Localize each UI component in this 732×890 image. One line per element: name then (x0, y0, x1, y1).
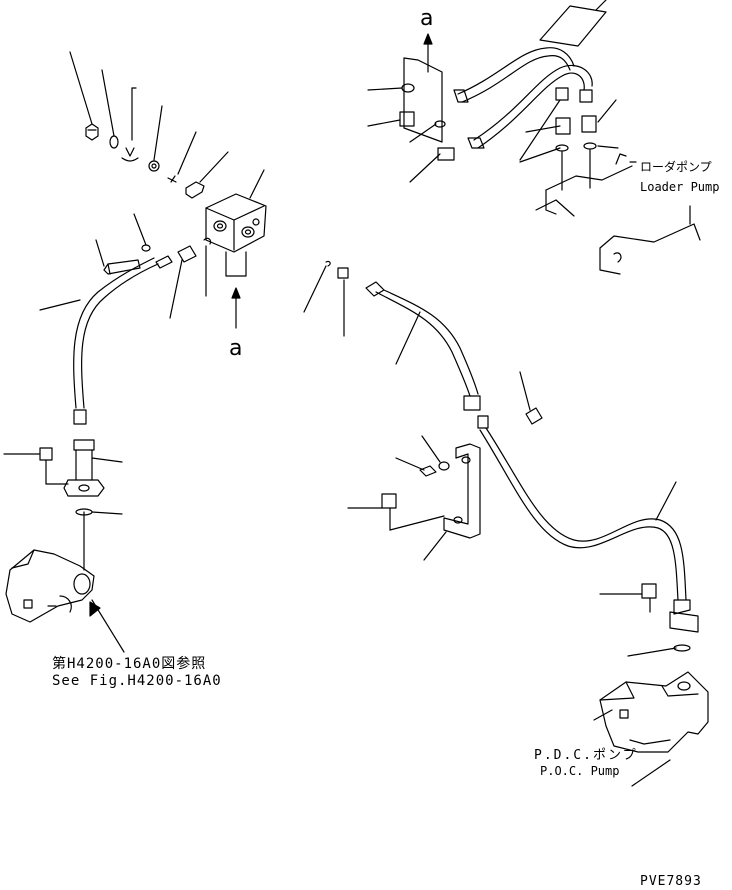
steel-pipe (477, 371, 699, 657)
middle-hose (303, 260, 481, 411)
valve-block (205, 169, 267, 329)
upper-left-fittings (69, 51, 229, 199)
pdc-pump-label-jp: P.D.C.ポンプ (534, 748, 638, 763)
loader-pump-label-en: Loader Pump (640, 180, 720, 194)
left-hose (3, 255, 173, 571)
bracket (347, 435, 481, 561)
drawing-code: PVE7893 (640, 874, 702, 889)
reference-label-en: See Fig.H4200-16A0 (52, 673, 222, 689)
reference-label-jp: 第H4200-16A0図参照 (52, 656, 207, 672)
pdc-pump-label-en: P.O.C. Pump (540, 764, 620, 778)
upper-right-assembly (367, 0, 701, 275)
bolt-left-of-block (95, 213, 212, 319)
view-marker-bottom: a (229, 336, 243, 361)
pdc-pump (593, 671, 709, 787)
loader-pump-label-jp: ローダポンプ (640, 160, 712, 174)
view-marker-top: a (420, 6, 434, 31)
lower-left-housing (5, 549, 125, 653)
